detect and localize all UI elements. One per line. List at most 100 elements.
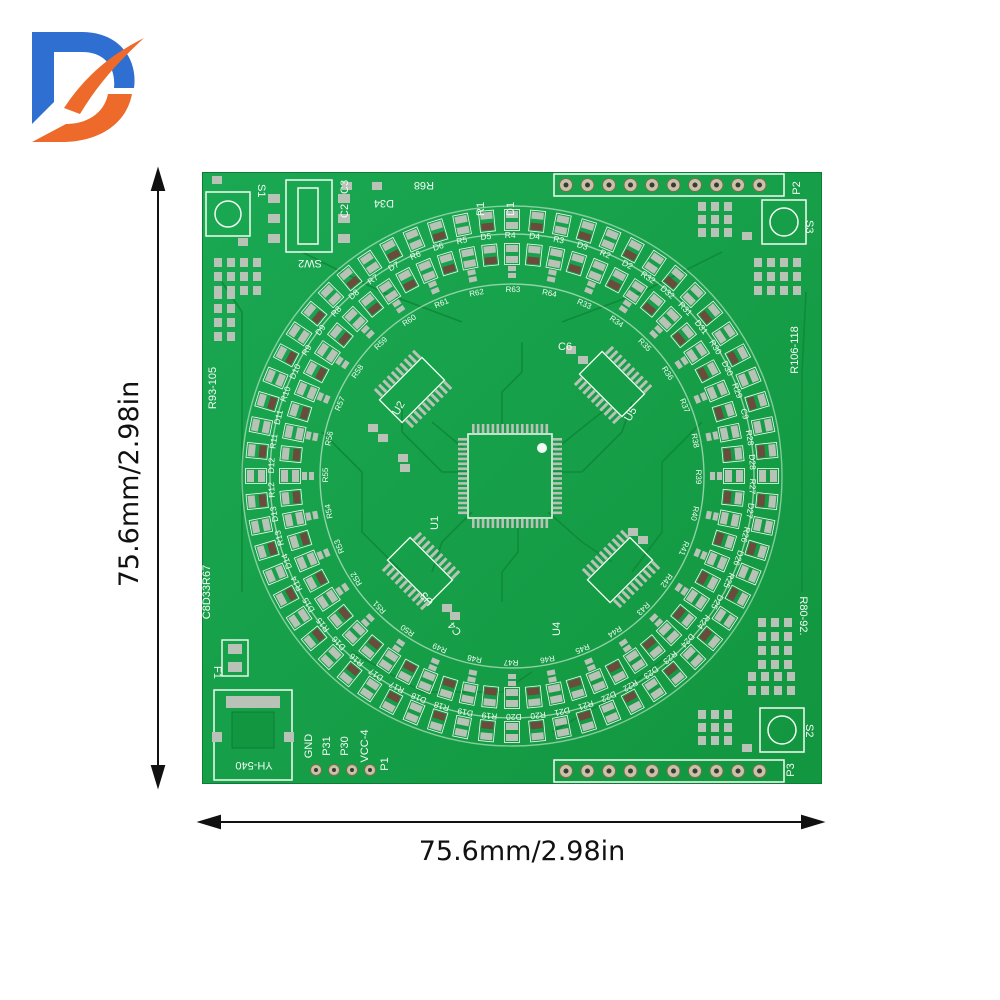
ring-label: R26 [739, 526, 753, 544]
ring-component [721, 488, 745, 507]
chip-pin [530, 424, 534, 433]
logo-blue-shape [32, 32, 135, 124]
label-s2: S2 [803, 724, 815, 737]
ring-label: R20 [530, 710, 547, 722]
ring-component [286, 400, 313, 423]
ring-component [744, 390, 770, 413]
inner-resistor [618, 638, 632, 653]
label-s1: S1 [255, 184, 267, 197]
ring-label: D7 [386, 259, 401, 273]
chip-pin [496, 519, 500, 528]
ring-component [395, 658, 420, 686]
ring-component [598, 226, 622, 253]
label-r93: R93-105 [207, 367, 219, 409]
inner-resistor [693, 548, 708, 561]
soic-chip [381, 531, 461, 611]
button-s2 [742, 707, 805, 753]
height-arrow-top [150, 166, 166, 191]
ring-component [317, 281, 345, 309]
chip-pin [491, 519, 495, 528]
ring-label: R18 [432, 699, 450, 713]
ring-component [655, 305, 683, 333]
ring-component [477, 719, 496, 743]
array-bottom-right-2 [698, 710, 732, 745]
ring-component [750, 416, 776, 436]
chip-pin [506, 424, 509, 433]
ring-component [661, 660, 688, 688]
label-c2: C2 [339, 204, 351, 218]
label-d34: D34 [374, 197, 394, 209]
ring-component [262, 366, 289, 390]
array-r80 [758, 618, 792, 669]
chip-pin [458, 482, 467, 485]
ring-component [357, 249, 383, 277]
inner-resistor [335, 582, 350, 596]
trace [431, 421, 469, 453]
width-label: 75.6mm/2.98in [418, 836, 626, 867]
chip-pin [476, 424, 480, 433]
ring-component [717, 509, 742, 530]
inner-resistor [392, 299, 406, 314]
label-p1: P1 [379, 757, 391, 770]
chip-pin [481, 424, 485, 433]
ring-component [565, 675, 588, 702]
inner-label: R62 [469, 287, 486, 299]
ring-component [622, 277, 648, 305]
chip-pin [525, 519, 529, 528]
ring-component [694, 568, 722, 593]
ring-component [279, 488, 303, 507]
height-arrow-bottom [150, 765, 166, 790]
label-f1: F1 [211, 666, 223, 679]
ring-component [711, 321, 739, 347]
trace [501, 342, 523, 434]
copper-traces [221, 251, 807, 733]
chip-pin [458, 467, 467, 470]
label-u4: U4 [551, 622, 563, 636]
label-r68: R68 [414, 179, 434, 191]
header-p3-pins [559, 764, 767, 778]
inner-label: R39 [694, 470, 703, 485]
ring-component [436, 250, 459, 277]
ring-label: R12 [266, 482, 277, 498]
ring-component [379, 236, 404, 264]
chip-pin [472, 519, 475, 528]
ring-component [524, 243, 543, 267]
ring-label: D20 [506, 712, 522, 722]
ring-label: D19 [456, 706, 474, 719]
ring-component [552, 212, 572, 238]
chip-pin [501, 519, 504, 528]
width-arrow-right [801, 814, 826, 830]
chip-pin [525, 424, 529, 433]
ring-label: R4 [505, 230, 516, 240]
ring-label: R9 [299, 343, 313, 358]
ring-component [585, 257, 609, 284]
ring-component [604, 658, 629, 686]
label-r1: R1 [475, 202, 487, 216]
chip-pin [553, 442, 562, 446]
chip-u1 [458, 424, 562, 528]
ring-label: D6 [431, 240, 445, 253]
inner-resistor [316, 391, 331, 404]
inner-label: R46 [539, 653, 556, 665]
ring-component [358, 634, 385, 662]
inner-resistor [305, 431, 319, 442]
silk-rings [241, 205, 783, 747]
inner-resistor [360, 613, 375, 628]
ring-label: R2 [598, 247, 612, 261]
logo-orange-swoosh [64, 38, 144, 114]
ring-component [313, 586, 341, 612]
ring-component [504, 243, 520, 265]
button-s1 [205, 176, 251, 246]
array-top-right [698, 202, 732, 237]
chip-pin [516, 519, 519, 528]
ring-component [415, 668, 439, 695]
ring-component [620, 688, 645, 716]
inner-resistor [427, 280, 440, 295]
inner-resistor [649, 613, 664, 628]
ring-component [272, 584, 300, 609]
chip-pin [501, 424, 504, 433]
ring-component [317, 643, 345, 671]
inner-resistor [705, 431, 719, 442]
array-bottom-right [748, 672, 795, 695]
ring-component [721, 445, 745, 464]
